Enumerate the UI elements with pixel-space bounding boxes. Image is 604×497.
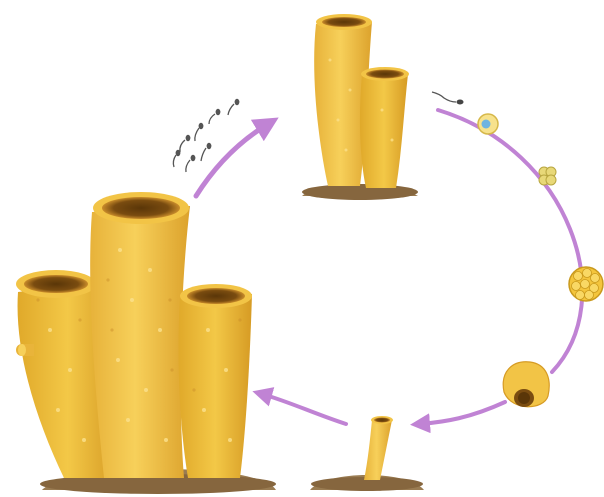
dividing-cell-icon — [539, 167, 556, 185]
sperm-icon — [173, 99, 239, 172]
arrow-egg-to-larva-arc — [438, 110, 582, 372]
sperm-to-egg-icon — [432, 92, 464, 105]
arrow-juvenile-to-adult — [262, 394, 346, 424]
arrow-adult-to-sperm — [196, 124, 268, 196]
morula-icon — [569, 267, 603, 301]
arrow-larva-to-juvenile — [420, 402, 505, 424]
juvenile-sponge-icon — [310, 416, 424, 491]
egg-sperm-icon — [478, 114, 498, 134]
adult-sponge-small — [302, 14, 418, 200]
larva-icon — [503, 362, 549, 407]
adult-sponge-large — [16, 192, 276, 494]
